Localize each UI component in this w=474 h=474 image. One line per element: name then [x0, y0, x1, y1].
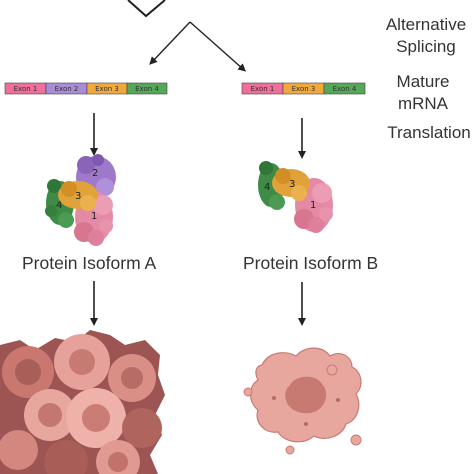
- protein-isoform-a-label: Protein Isoform A: [22, 253, 157, 273]
- exon-bar: Exon 4: [126, 82, 168, 95]
- mature-mrna-label: Mature mRNA: [396, 72, 450, 113]
- protein-isoform-b-label: Protein Isoform B: [243, 253, 379, 273]
- domain-number: 2: [92, 168, 98, 179]
- domain-number: 4: [56, 200, 62, 211]
- exon-label: Exon 3: [95, 85, 119, 93]
- pre-mrna-chevron-icon: [127, 0, 166, 18]
- domain-number: 1: [91, 211, 97, 222]
- domain-number: 4: [264, 182, 270, 193]
- domain-number: 3: [289, 179, 295, 190]
- exon-label: Exon 2: [55, 85, 79, 93]
- exon-bar: Exon 3: [86, 82, 128, 95]
- protein-domain-3: 3: [58, 181, 98, 211]
- domain-number: 3: [75, 191, 81, 202]
- mrna-b: Exon 1 Exon 3 Exon 4: [241, 82, 366, 95]
- translation-label: Translation: [387, 123, 471, 142]
- mrna-a: Exon 1 Exon 2 Exon 3 Exon 4: [4, 82, 168, 95]
- splice-arrow-icon: [149, 21, 246, 72]
- domain-number: 1: [310, 200, 316, 211]
- protein-b-structure: 1 4 3: [258, 161, 333, 233]
- cell-cluster-icon: [0, 330, 165, 474]
- exon-bar: Exon 1: [241, 82, 284, 95]
- degraded-cell-icon: [243, 347, 362, 455]
- alternative-splicing-label: Alternative Splicing: [385, 15, 467, 56]
- exon-bar: Exon 1: [4, 82, 47, 95]
- exon-bar: Exon 4: [323, 82, 366, 95]
- exon-bar: Exon 3: [282, 82, 325, 95]
- exon-label: Exon 4: [135, 85, 159, 93]
- exon-label: Exon 1: [251, 85, 275, 93]
- exon-label: Exon 4: [333, 85, 357, 93]
- exon-bar: Exon 2: [45, 82, 88, 95]
- exon-label: Exon 3: [292, 85, 316, 93]
- protein-domain-3: 3: [272, 168, 310, 201]
- exon-label: Exon 1: [14, 85, 38, 93]
- protein-a-structure: 2 1 4 3: [45, 154, 116, 246]
